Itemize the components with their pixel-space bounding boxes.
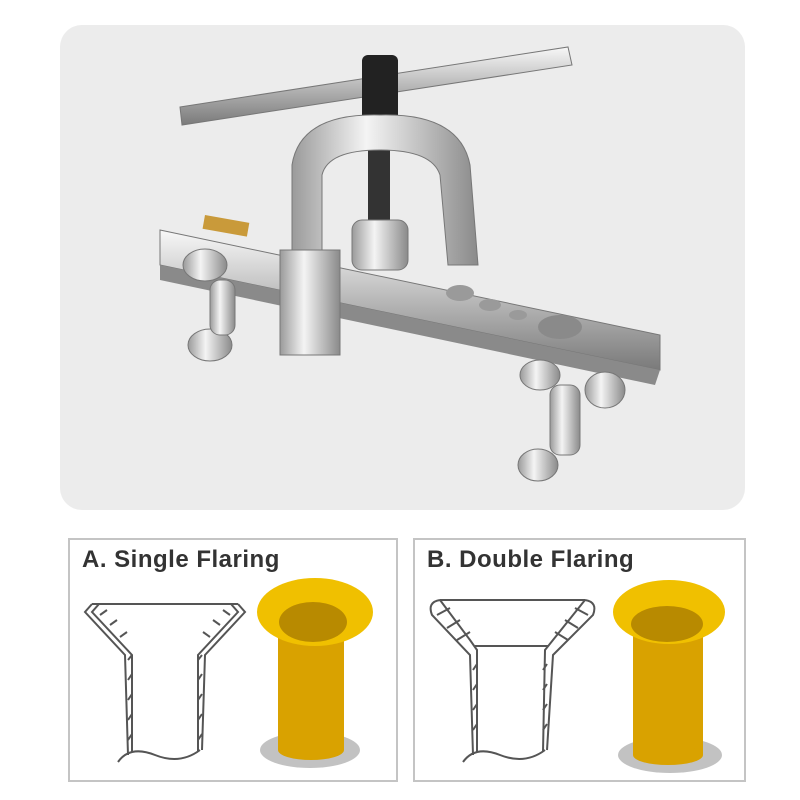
flaring-cone (351, 219, 409, 271)
wing-nut-right (517, 359, 626, 482)
wing-nut-left (182, 248, 236, 362)
panel-title: A. Single Flaring (82, 546, 280, 573)
panel-title: B. Double Flaring (427, 546, 635, 573)
flaring-tool-illustration (159, 46, 661, 482)
yoke-foot (279, 249, 341, 356)
single-flare-diagram (83, 578, 373, 768)
product-photo (60, 25, 745, 510)
yoke (291, 114, 479, 276)
double-flare-diagram (429, 580, 725, 773)
double-flaring-panel: B. Double Flaring (413, 538, 746, 782)
single-flaring-panel: A. Single Flaring (68, 538, 398, 782)
t-handle (179, 46, 573, 126)
